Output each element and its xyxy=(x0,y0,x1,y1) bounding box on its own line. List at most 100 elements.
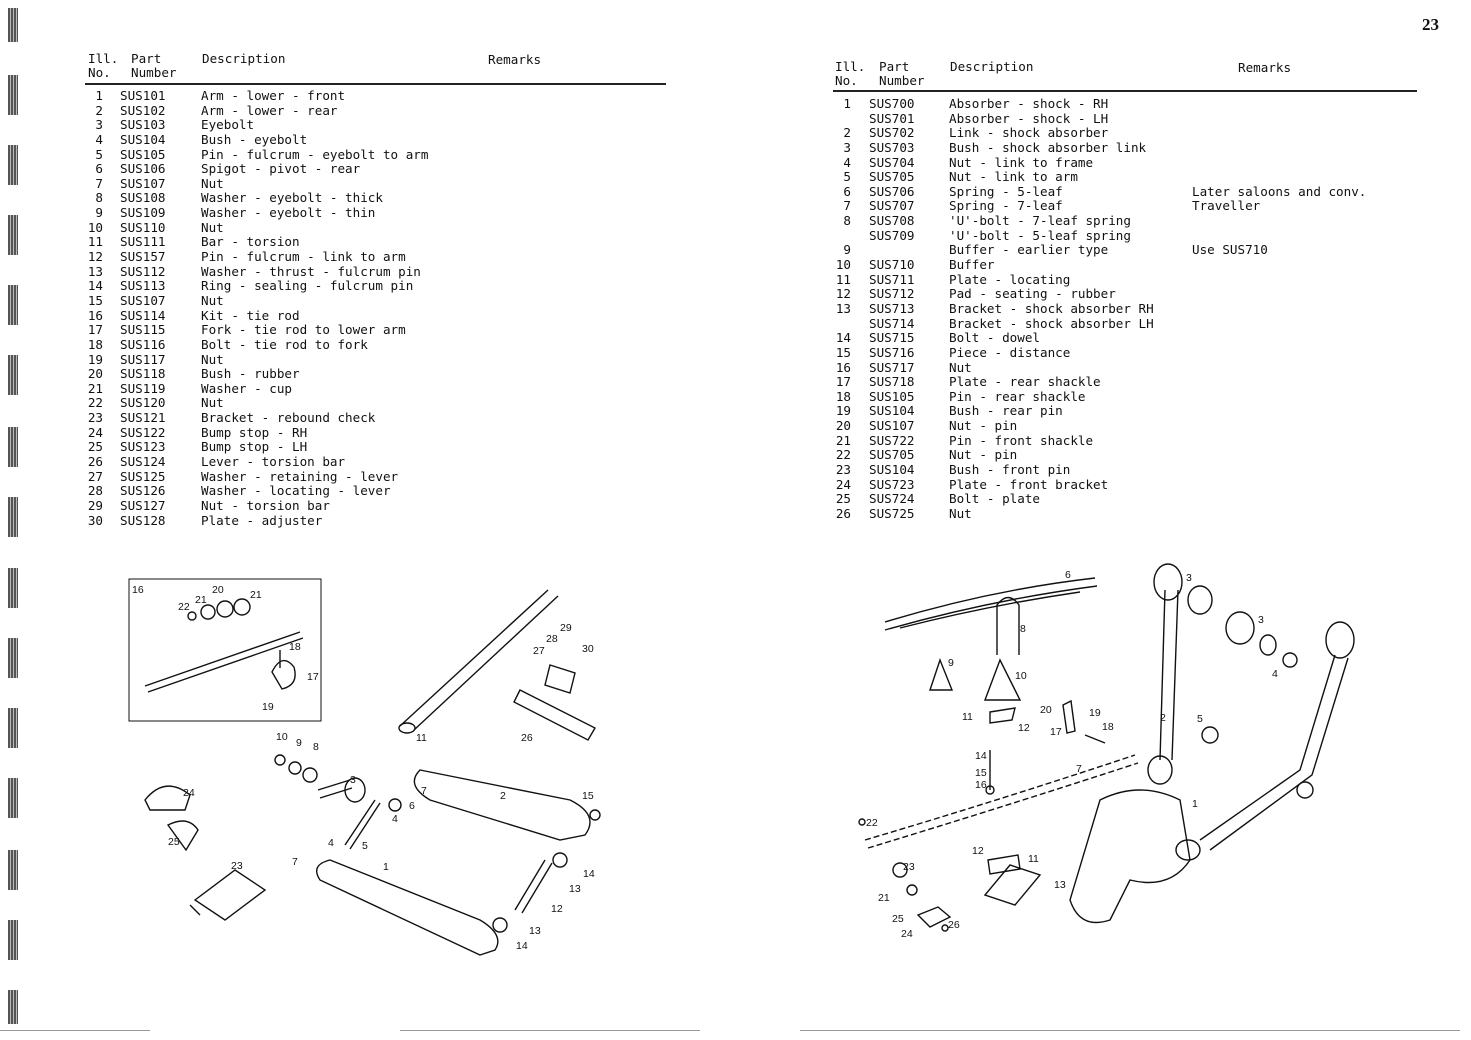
part-number: SUS105 xyxy=(120,146,166,162)
part-number: SUS121 xyxy=(120,410,166,426)
description: Pin - fulcrum - link to arm xyxy=(201,249,406,265)
callout-label: 1 xyxy=(383,861,389,873)
part-number: SUS702 xyxy=(869,125,915,141)
part-number: SUS104 xyxy=(120,131,166,147)
callout-label: 14 xyxy=(516,940,528,952)
callout-label: 13 xyxy=(1054,879,1066,891)
part-number: SUS701 xyxy=(869,110,915,126)
part-number: SUS717 xyxy=(869,359,915,375)
callout-label: 8 xyxy=(313,741,319,753)
callout-label: 24 xyxy=(183,787,195,799)
ill-number: 16 xyxy=(87,307,103,323)
ill-number: 1 xyxy=(95,88,103,103)
header-no: No. xyxy=(88,65,111,80)
callout-label: 6 xyxy=(1065,569,1071,581)
callout-label: 9 xyxy=(296,737,302,749)
callout-label: 21 xyxy=(250,589,262,601)
callout-label: 16 xyxy=(132,584,144,596)
remarks: Use SUS710 xyxy=(1192,242,1268,258)
part-number: SUS107 xyxy=(869,418,915,434)
part-number: SUS707 xyxy=(869,198,915,214)
part-number: SUS705 xyxy=(869,169,915,185)
header-description: Description xyxy=(202,51,286,66)
description: Absorber - shock - LH xyxy=(949,110,1109,126)
callout-label: 4 xyxy=(1272,668,1278,680)
ill-number: 10 xyxy=(87,219,103,235)
ill-number: 8 xyxy=(95,190,103,206)
scan-edge xyxy=(0,1030,150,1031)
header-rule xyxy=(833,90,1417,92)
description: Plate - locating xyxy=(949,271,1071,287)
part-number: SUS718 xyxy=(869,374,915,390)
ill-number: 25 xyxy=(835,491,851,507)
ill-number: 17 xyxy=(87,322,103,338)
description: Lever - torsion bar xyxy=(201,454,346,470)
part-number: SUS126 xyxy=(120,483,166,499)
part-number: SUS104 xyxy=(869,462,915,478)
part-number: SUS124 xyxy=(120,454,166,470)
part-number: SUS109 xyxy=(120,205,166,221)
ill-number: 20 xyxy=(835,418,851,434)
callout-label: 29 xyxy=(560,622,572,634)
description: Bracket - shock absorber LH xyxy=(949,315,1154,331)
callout-label: 23 xyxy=(231,860,243,872)
description: Spring - 5-leaf xyxy=(949,183,1063,199)
part-number: SUS122 xyxy=(120,424,166,440)
part-number: SUS108 xyxy=(120,190,166,206)
callout-label: 12 xyxy=(1018,722,1030,734)
callout-label: 3 xyxy=(1186,572,1192,584)
description: Kit - tie rod xyxy=(201,307,300,323)
callout-label: 5 xyxy=(362,840,368,852)
part-number: SUS110 xyxy=(120,219,166,235)
inset-box xyxy=(128,578,322,722)
ill-number: 24 xyxy=(835,476,851,492)
part-number: SUS157 xyxy=(120,249,166,265)
part-number: SUS710 xyxy=(869,257,915,273)
part-number: SUS118 xyxy=(120,366,166,382)
description: Plate - rear shackle xyxy=(949,374,1101,390)
description: Bump stop - LH xyxy=(201,439,308,455)
callout-label: 2 xyxy=(500,790,506,802)
callout-label: 15 xyxy=(975,767,987,779)
ill-number: 28 xyxy=(87,483,103,499)
ill-number: 12 xyxy=(835,286,851,302)
description: Bolt - tie rod to fork xyxy=(201,336,368,352)
part-number: SUS722 xyxy=(869,432,915,448)
leaf-spring-shape xyxy=(884,577,1098,631)
page-number: 23 xyxy=(1422,15,1439,34)
part-number: SUS724 xyxy=(869,491,915,507)
ill-number: 2 xyxy=(95,102,103,118)
callout-label: 7 xyxy=(421,785,427,797)
part-number: SUS116 xyxy=(120,336,166,352)
callout-label: 4 xyxy=(392,813,398,825)
description: Nut xyxy=(201,351,224,367)
description: Pin - front shackle xyxy=(949,432,1094,448)
part-number: SUS128 xyxy=(120,512,166,528)
description: Washer - eyebolt - thin xyxy=(201,205,376,221)
part-number: SUS125 xyxy=(120,468,166,484)
header-part: Part xyxy=(131,51,162,66)
table-row: SUS709'U'-bolt - 5-leaf spring xyxy=(827,228,1417,244)
ill-number: 21 xyxy=(835,432,851,448)
callout-label: 30 xyxy=(582,643,594,655)
part-number: SUS127 xyxy=(120,497,166,513)
